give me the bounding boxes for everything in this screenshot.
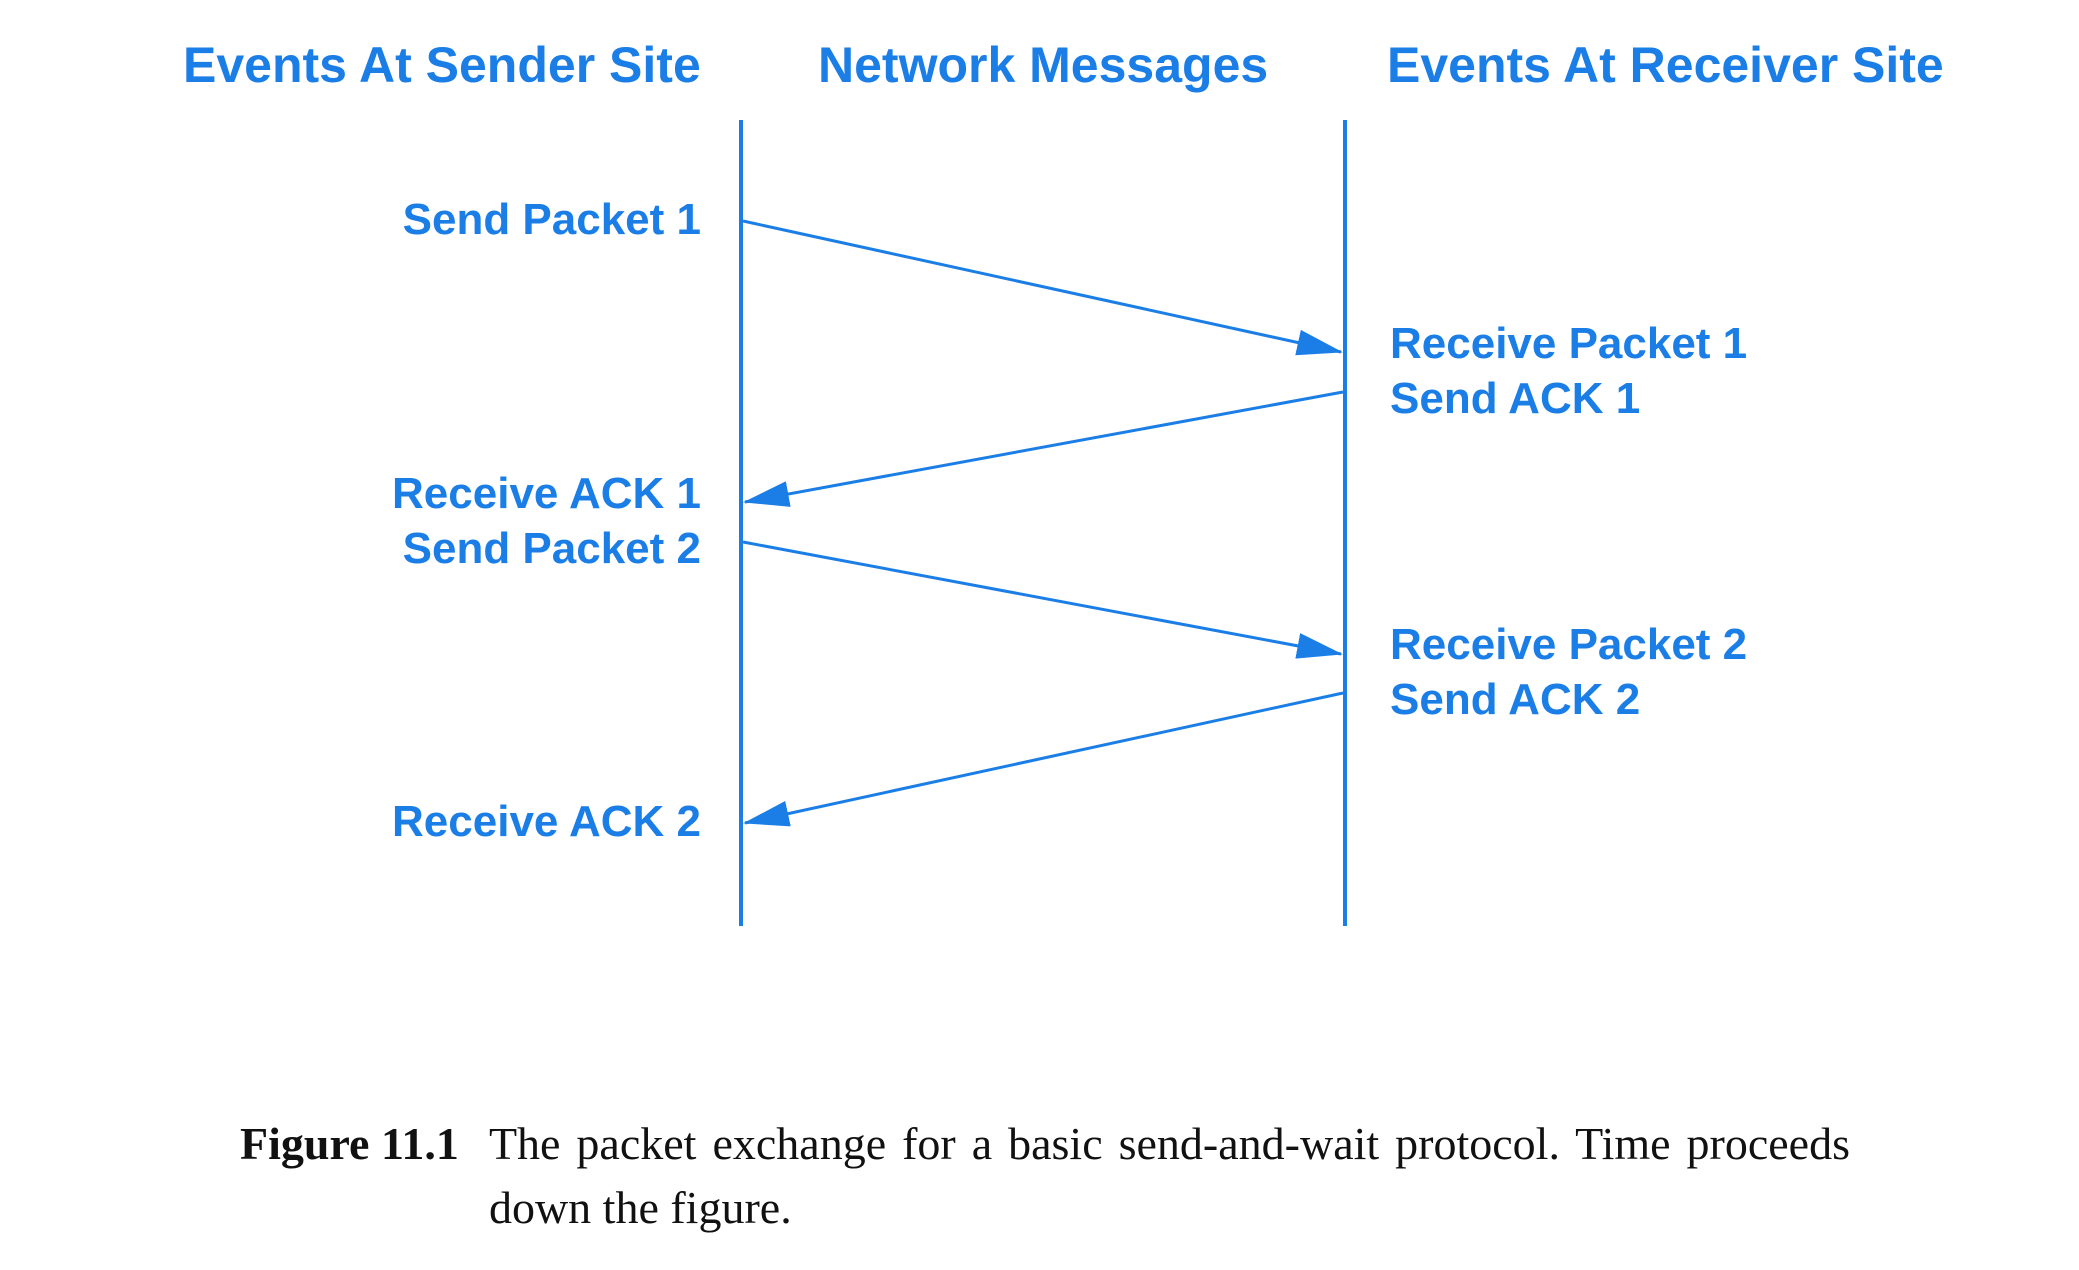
packet-2-arrow	[742, 540, 1343, 659]
sender-event-receive-ack-2: Receive ACK 2	[392, 797, 701, 846]
network-messages-header: Network Messages	[818, 37, 1269, 93]
sender-event-send-packet-1: Send Packet 1	[402, 195, 701, 244]
receiver-event-receive-packet-1: Receive Packet 1	[1390, 319, 1748, 368]
receiver-site-header: Events At Receiver Site	[1387, 37, 1944, 93]
receiver-event-receive-packet-2: Receive Packet 2	[1390, 620, 1748, 669]
sender-event-receive-ack-1: Receive ACK 1	[392, 469, 701, 518]
ack-1-arrow	[743, 390, 1344, 507]
figure-caption-label: Figure 11.1	[240, 1118, 459, 1169]
ack-2-arrow	[743, 691, 1344, 827]
figure-caption: Figure 11.1 The packet exchange for a ba…	[240, 1112, 1850, 1240]
packet-1-arrow	[742, 219, 1343, 356]
receiver-event-send-ack-2: Send ACK 2	[1390, 675, 1641, 724]
sender-event-send-packet-2: Send Packet 2	[402, 524, 701, 573]
figure-caption-text: The packet exchange for a basic send-and…	[488, 1118, 1850, 1233]
receiver-event-send-ack-1: Send ACK 1	[1390, 374, 1641, 423]
sender-site-header: Events At Sender Site	[183, 37, 701, 93]
